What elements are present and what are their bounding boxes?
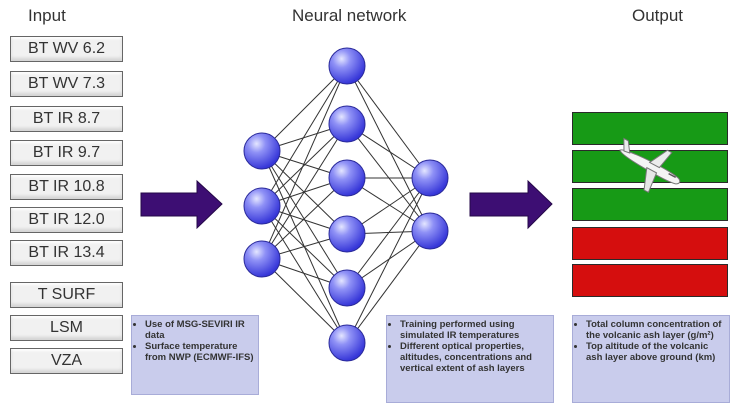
input-bt-ir-9-7: BT IR 9.7 — [10, 140, 123, 166]
input-bt-ir-13-4: BT IR 13.4 — [10, 240, 123, 266]
output-bar-3 — [572, 188, 728, 221]
output-bar-5 — [572, 264, 728, 297]
output-note-item: Top altitude of the volcanic ash layer a… — [586, 341, 725, 363]
arrow-network-to-output — [469, 179, 553, 230]
network-node-layer-2 — [328, 269, 366, 307]
arrow-input-to-network — [140, 179, 223, 230]
network-node-layer-3 — [411, 212, 449, 250]
network-connection — [261, 258, 348, 344]
network-node-layer-1 — [243, 187, 281, 225]
network-connection — [261, 123, 348, 207]
input-bt-ir-12-0: BT IR 12.0 — [10, 207, 123, 233]
output-note-item: Total column concentration of the volcan… — [586, 319, 725, 341]
network-connection — [261, 205, 348, 344]
network-note-item: Training performed using simulated IR te… — [400, 319, 549, 341]
network-node-layer-2 — [328, 47, 366, 85]
output-bar-2 — [572, 150, 728, 183]
input-note-item: Surface temperature from NWP (ECMWF-IFS) — [145, 341, 254, 363]
network-node-layer-2 — [328, 215, 366, 253]
input-note-item: Use of MSG-SEVIRI IR data — [145, 319, 254, 341]
network-node-layer-2 — [328, 159, 366, 197]
input-bt-ir-10-8: BT IR 10.8 — [10, 174, 123, 200]
network-node-layer-1 — [243, 132, 281, 170]
network-connection — [346, 65, 431, 179]
input-bt-wv-6-2: BT WV 6.2 — [10, 36, 123, 62]
network-node-layer-2 — [328, 324, 366, 362]
network-connection — [346, 230, 431, 344]
network-node-layer-3 — [411, 159, 449, 197]
input-bt-ir-8-7: BT IR 8.7 — [10, 106, 123, 132]
input-t-surf: T SURF — [10, 282, 123, 308]
network-connection — [346, 65, 431, 232]
network-connection — [261, 65, 348, 152]
neural-network-heading: Neural network — [292, 6, 407, 25]
output-bar-4 — [572, 227, 728, 260]
output-bar-1 — [572, 112, 728, 145]
output-note: Total column concentration of the volcan… — [572, 315, 730, 403]
network-connection — [346, 177, 431, 344]
network-connection — [261, 65, 348, 260]
network-connection — [261, 177, 348, 260]
network-node-layer-1 — [243, 240, 281, 278]
input-note: Use of MSG-SEVIRI IR data Surface temper… — [131, 315, 259, 395]
network-connection — [261, 65, 348, 207]
input-heading: Input — [28, 6, 66, 25]
input-vza: VZA — [10, 348, 123, 374]
output-heading: Output — [632, 6, 684, 25]
network-note-item: Different optical properties, altitudes,… — [400, 341, 549, 374]
input-bt-wv-7-3: BT WV 7.3 — [10, 71, 123, 97]
network-connection — [261, 123, 348, 260]
network-connection — [346, 177, 431, 289]
input-lsm: LSM — [10, 315, 123, 341]
network-node-layer-2 — [328, 105, 366, 143]
network-note: Training performed using simulated IR te… — [386, 315, 554, 403]
